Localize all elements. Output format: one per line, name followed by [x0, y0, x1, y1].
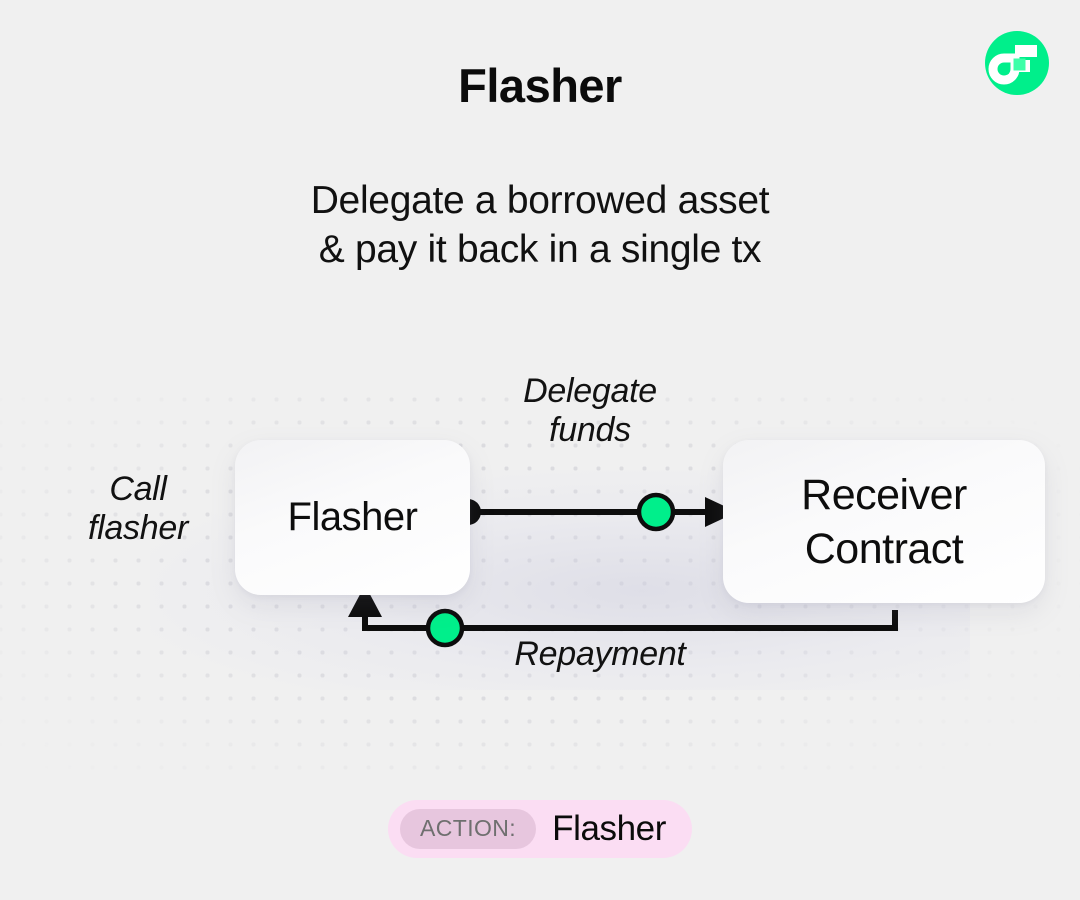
subtitle-line-2: & pay it back in a single tx: [318, 228, 762, 271]
node-receiver-contract-label: Receiver Contract: [801, 468, 967, 576]
node-receiver-label-line-1: Receiver: [801, 470, 967, 519]
edge-delegate-funds: [455, 492, 737, 532]
edge-label-call-line-2: flasher: [88, 509, 188, 548]
edge-token-marker: [636, 492, 676, 532]
node-flasher-label: Flasher: [287, 495, 418, 539]
node-receiver-contract[interactable]: Receiver Contract: [723, 440, 1045, 603]
edge-label-delegate-line-2: funds: [549, 411, 631, 450]
page-title: Flasher: [458, 59, 622, 112]
subtitle-line-1: Delegate a borrowed asset: [310, 179, 770, 222]
edge-label-delegate-line-1: Delegate: [523, 372, 657, 410]
edge-label-delegate-funds: Delegate funds: [455, 372, 725, 450]
page-subtitle: Delegate a borrowed asset & pay it back …: [0, 176, 1080, 274]
edge-label-repayment: Repayment: [514, 635, 686, 673]
flow-diagram: Flasher Receiver Contract Call flasher D…: [0, 320, 1080, 770]
node-receiver-label-line-2: Contract: [804, 524, 964, 573]
edge-token-marker: [425, 608, 465, 648]
edge-label-call-line-1: Call: [109, 470, 167, 508]
action-chip: ACTION: Flasher: [387, 800, 693, 858]
edge-label-call-flasher: Call flasher: [40, 470, 236, 548]
action-value-label: Flasher: [552, 809, 667, 848]
flow-logo-icon: [985, 31, 1049, 95]
action-tag-label: ACTION:: [399, 809, 537, 849]
node-flasher[interactable]: Flasher: [235, 440, 470, 595]
